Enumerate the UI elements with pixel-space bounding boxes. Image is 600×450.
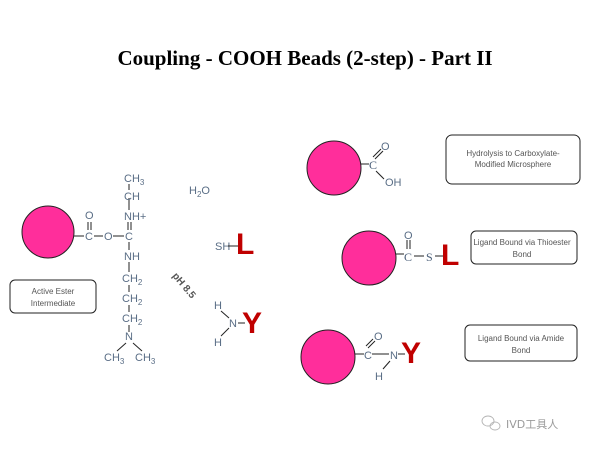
atom-ch2: CH2 (122, 293, 143, 307)
label-thioester-line1: Ligand Bound via Thioester (473, 238, 571, 247)
bond (220, 310, 230, 319)
product-amide: C O N H Y Ligand Bound via Amide Bond (300, 324, 578, 385)
label-hydrolysis-line1: Hydrolysis to Carboxylate- (466, 149, 560, 158)
bead-left (21, 205, 75, 259)
double-bond (365, 338, 374, 347)
atom-c: C (369, 158, 377, 172)
label-box-hydrolysis (445, 134, 581, 185)
watermark-text: IVD工具人 (506, 418, 558, 431)
atom-h: H (375, 371, 383, 383)
atom-ch2: CH2 (122, 313, 143, 327)
thiol-group: SH (215, 241, 230, 253)
page-title: Coupling - COOH Beads (2-step) - Part II (117, 46, 492, 70)
atom-nh-plus: NH+ (124, 211, 146, 223)
active-ester-intermediate: O C O C NH+ CH CH3 NH CH2 CH2 CH2 N CH3 … (9, 173, 156, 366)
atom-o: O (374, 331, 383, 343)
bond (375, 170, 385, 180)
bond (382, 360, 391, 370)
atom-ch2: CH2 (122, 273, 143, 287)
atom-n: N (390, 350, 398, 362)
atom-ch: CH (124, 191, 140, 203)
double-bond (367, 340, 376, 349)
atom-ch3-top: CH3 (124, 173, 145, 187)
label-active-ester-line1: Active Ester (32, 287, 75, 296)
ph-condition: pH 8.5 (170, 271, 198, 301)
bond (132, 342, 143, 352)
atom-ch3-right: CH3 (135, 352, 156, 366)
amine-h-top: H (214, 300, 222, 312)
bond (220, 327, 230, 337)
product-thioester: C O S L Ligand Bound via Thioester Bond (341, 230, 578, 286)
label-box-active-ester (9, 279, 97, 314)
atom-carbonyl-o: O (85, 210, 94, 222)
atom-o: O (404, 230, 413, 242)
ligand-l: L (441, 239, 459, 272)
atom-c: C (364, 350, 372, 362)
bead-product-2 (341, 230, 397, 286)
double-bond (374, 150, 384, 160)
atom-o: O (381, 141, 390, 153)
atom-c: C (404, 250, 412, 264)
atom-n-tertiary: N (125, 331, 133, 343)
atom-carbonyl-c: C (85, 231, 93, 243)
ligand-l: L (236, 228, 254, 261)
atom-s: S (426, 250, 433, 264)
double-bond (372, 148, 382, 158)
atom-ch3-left: CH3 (104, 352, 125, 366)
label-amide-line2: Bond (512, 346, 531, 355)
label-active-ester-line2: Intermediate (31, 299, 76, 308)
watermark: IVD工具人 (481, 415, 558, 431)
atom-ester-o: O (104, 231, 113, 243)
atom-nh: NH (124, 251, 140, 263)
amine-h-bottom: H (214, 337, 222, 349)
ligand-y: Y (242, 307, 262, 340)
atom-oh: OH (385, 177, 402, 189)
product-carboxylate: C O OH Hydrolysis to Carboxylate- Modifi… (306, 134, 581, 196)
label-amide-line1: Ligand Bound via Amide (478, 334, 565, 343)
label-thioester-line2: Bond (513, 250, 532, 259)
reagents: H2O SH L pH 8.5 H N H Y (170, 185, 262, 349)
bond (116, 342, 127, 352)
label-box-amide (464, 324, 578, 362)
bead-product-3 (300, 329, 356, 385)
ligand-y: Y (401, 337, 421, 370)
wechat-icon (481, 415, 501, 431)
amine-n: N (229, 318, 237, 330)
atom-central-c: C (125, 231, 133, 243)
label-hydrolysis-line2: Modified Microsphere (475, 160, 552, 169)
label-box-thioester (470, 230, 578, 265)
bead-product-1 (306, 140, 362, 196)
water-label: H2O (189, 185, 210, 199)
